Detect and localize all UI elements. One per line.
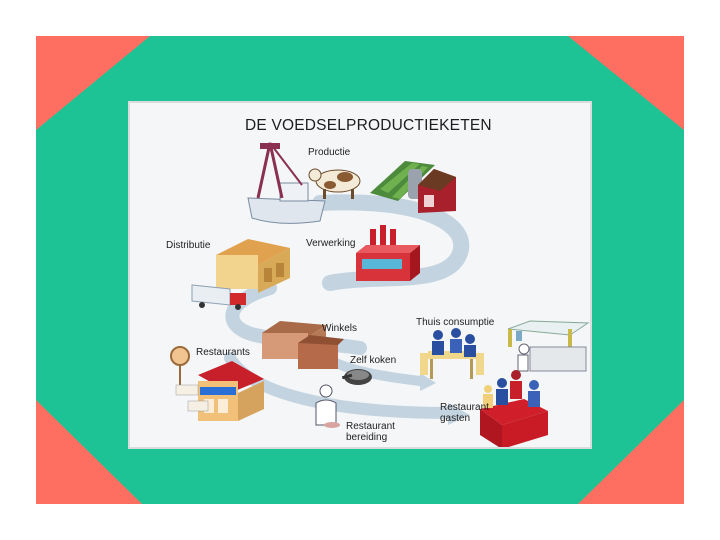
arrowhead-guests — [448, 403, 470, 425]
corner-bottom-right — [578, 400, 684, 504]
warehouse-icon — [216, 239, 290, 293]
label-restaurant-bereiding-line1: Restaurant — [346, 421, 395, 432]
label-restaurants: Restaurants — [196, 347, 250, 358]
diagram-title: DE VOEDSELPRODUCTIEKETEN — [245, 117, 492, 134]
chef-icon — [315, 384, 340, 428]
label-winkels: Winkels — [322, 323, 358, 334]
label-restaurant-gasten-line1: Restaurant — [440, 402, 489, 413]
cooking-pan-icon — [341, 369, 372, 385]
label-thuis-consumptie: Thuis consumptie — [416, 317, 495, 328]
factory-icon — [356, 225, 420, 281]
label-verwerking: Verwerking — [306, 238, 356, 249]
shops-icon — [262, 321, 344, 369]
restaurant-building-icon — [170, 346, 264, 421]
kitchen-icon — [507, 320, 590, 372]
label-restaurant-gasten: Restaurant gasten — [440, 402, 489, 424]
label-zelf-koken: Zelf koken — [350, 355, 397, 366]
food-chain-diagram: DE VOEDSELPRODUCTIEKETEN Productie Distr… — [128, 101, 592, 449]
corner-top-left — [36, 36, 150, 130]
label-restaurant-bereiding: Restaurant bereiding — [346, 421, 395, 443]
family-table-icon — [420, 328, 484, 379]
corner-bottom-left — [36, 400, 142, 504]
fishing-boat-icon — [247, 142, 326, 224]
farm-barn-icon — [370, 161, 456, 213]
label-restaurant-gasten-line2: gasten — [440, 413, 471, 424]
restaurant-guests-icon — [480, 370, 548, 447]
corner-top-right — [568, 36, 684, 130]
label-restaurant-bereiding-line2: bereiding — [346, 432, 388, 443]
cow-icon — [308, 168, 361, 199]
arrowhead-home — [420, 373, 436, 391]
label-productie: Productie — [308, 147, 351, 158]
diagram-illustration — [170, 142, 590, 447]
label-distributie: Distributie — [166, 240, 211, 251]
truck-icon — [191, 284, 246, 310]
